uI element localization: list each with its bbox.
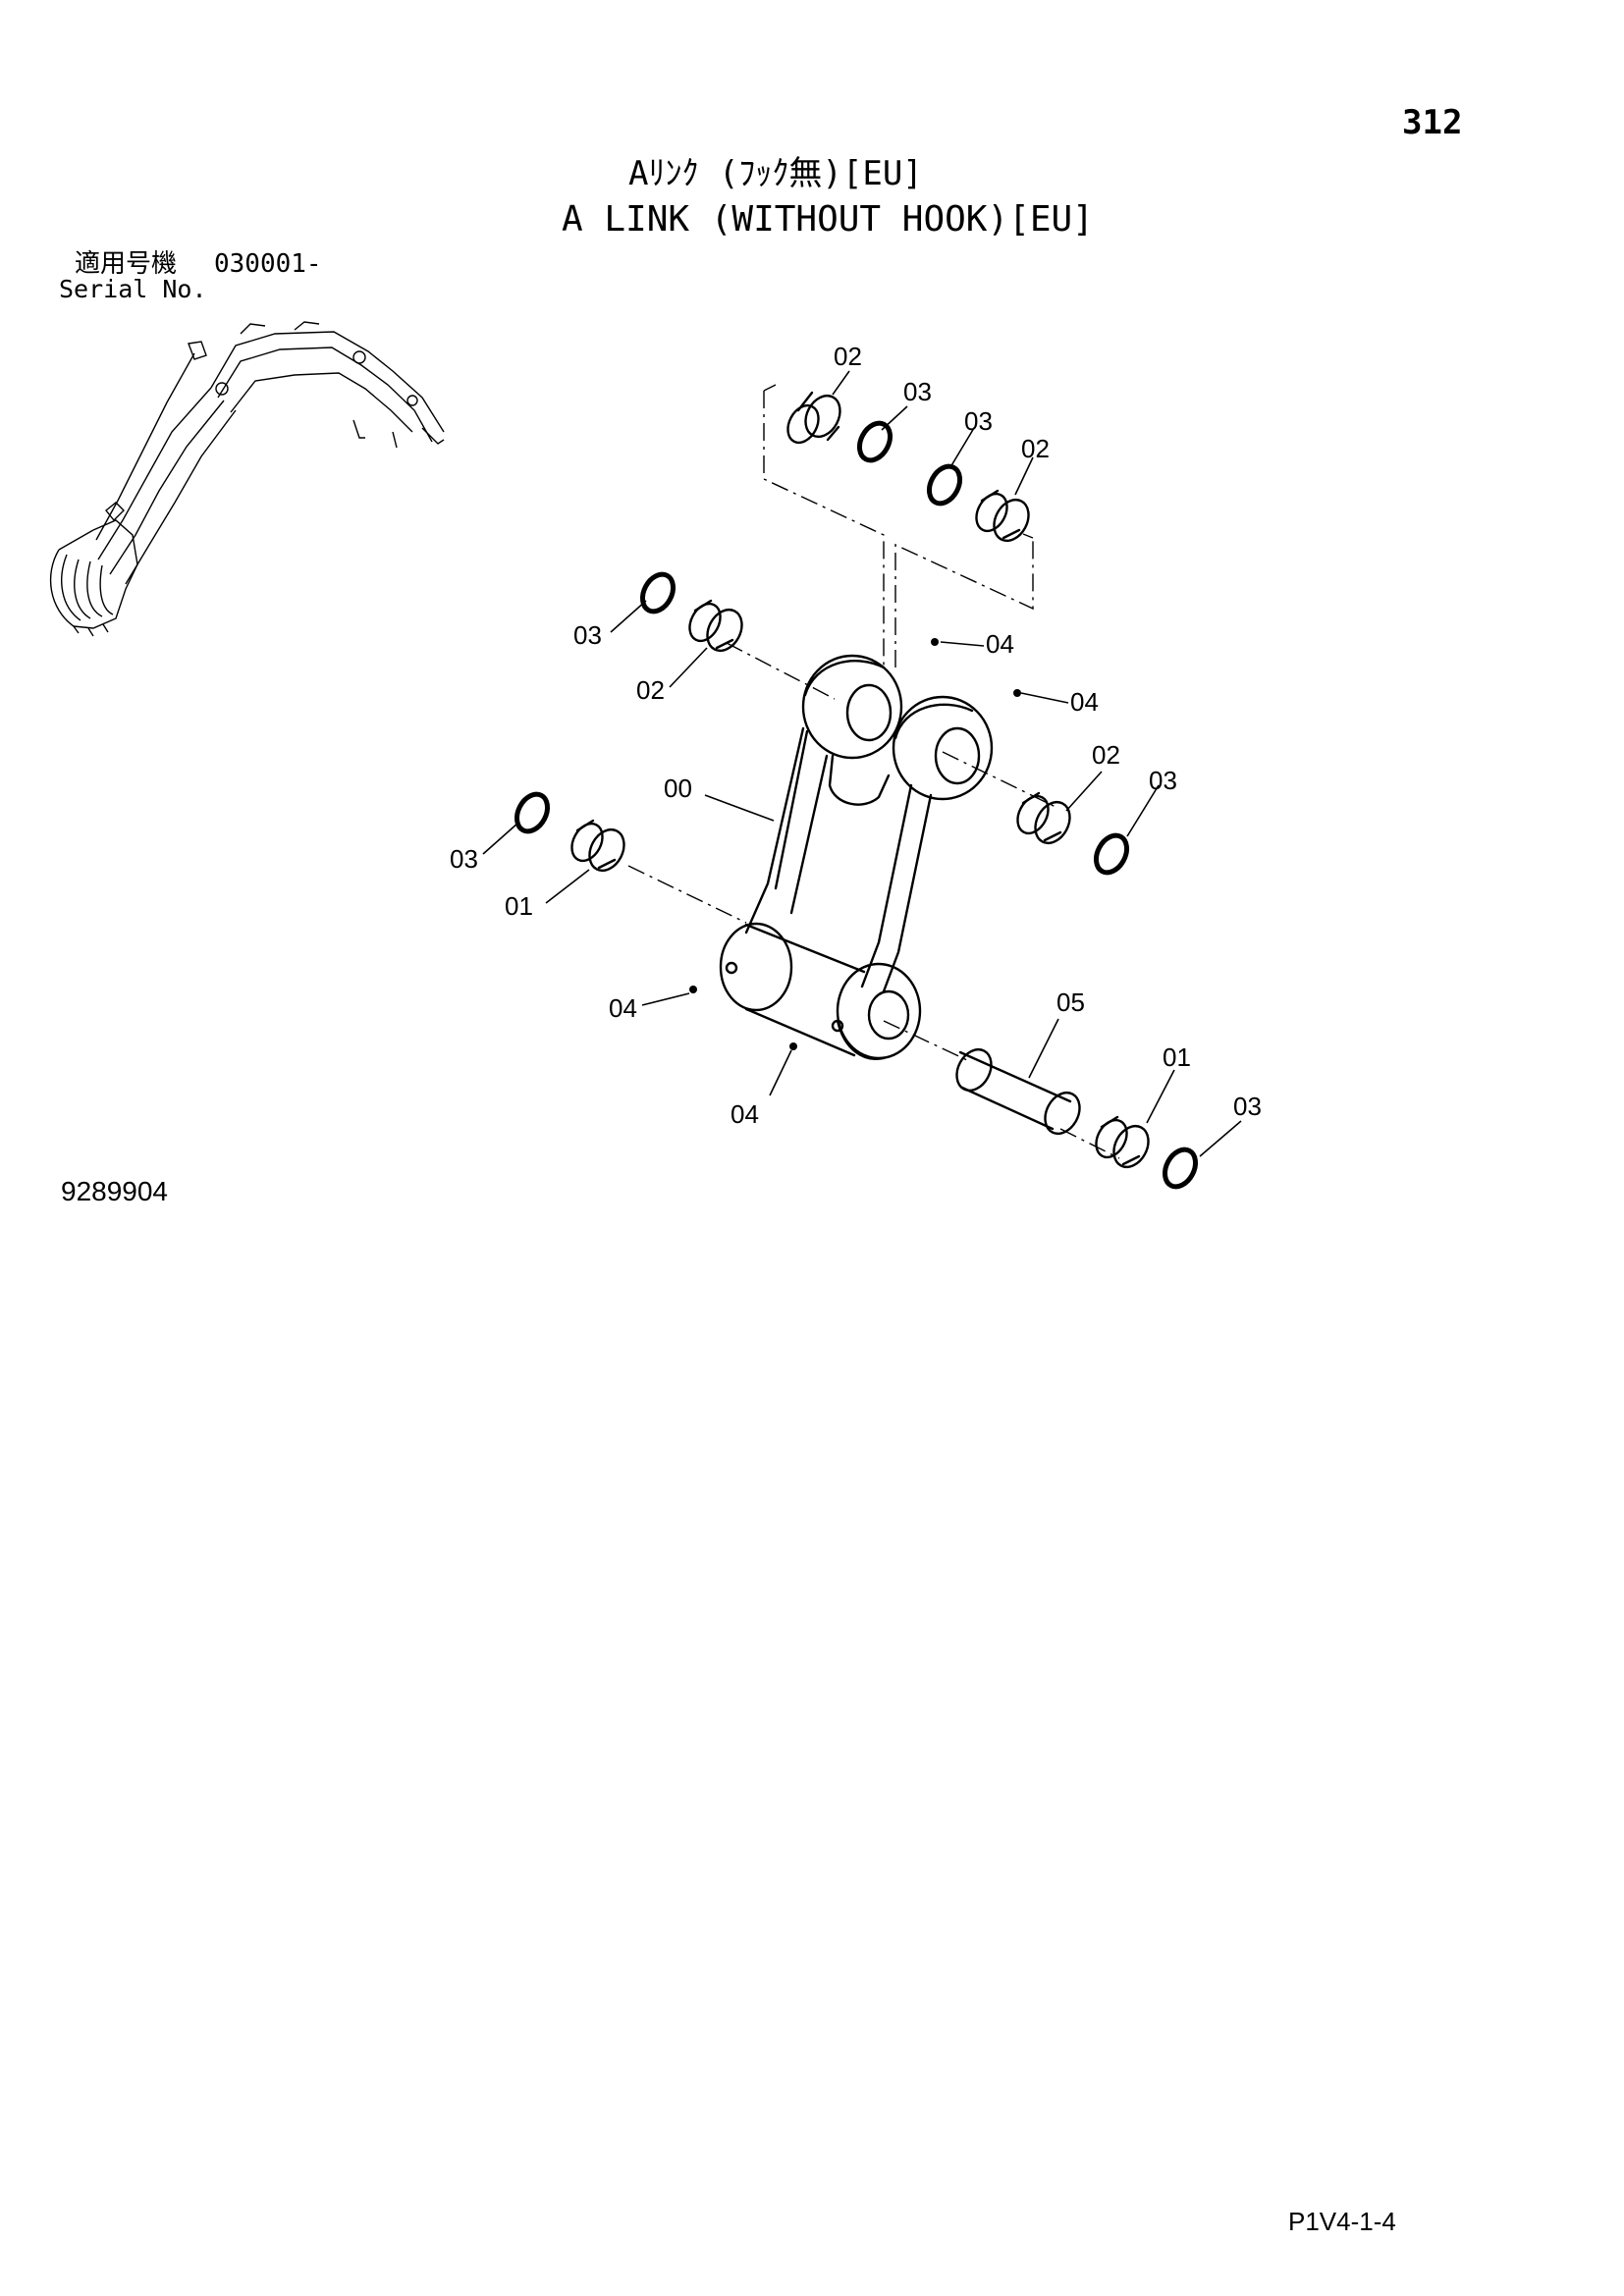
grouping-bracket xyxy=(763,384,1034,667)
seal-ring-03-left2 xyxy=(514,791,551,834)
callout-04-bottom: 04 xyxy=(731,1099,759,1129)
page-title-japanese: Aﾘﾝｸ (ﾌｯｸ無)[EU] xyxy=(628,154,923,193)
callout-00-link: 00 xyxy=(664,774,692,803)
page-code: P1V4-1-4 xyxy=(1288,2207,1396,2236)
callout-01-right: 01 xyxy=(1163,1042,1191,1072)
bushing-02-top2 xyxy=(975,489,1030,543)
seal-ring-03-left xyxy=(639,571,677,614)
serial-number-value: 030001- xyxy=(214,249,322,279)
callout-03-top: 03 xyxy=(903,377,932,406)
a-link-body xyxy=(719,654,994,1060)
serial-label-japanese: 適用号機 xyxy=(75,249,178,279)
seal-ring-03-top2 xyxy=(926,463,963,507)
bushing-02-left xyxy=(688,599,743,653)
seal-ring-03-right xyxy=(1093,832,1130,876)
bushing-02-right xyxy=(1016,791,1071,845)
bushing-02-top xyxy=(786,391,841,445)
callout-04-left: 04 xyxy=(609,993,637,1023)
callout-03-right: 03 xyxy=(1149,766,1177,795)
serial-label-english: Serial No. xyxy=(59,275,207,303)
callout-01-left: 01 xyxy=(505,891,533,921)
seal-ring-03-bottom xyxy=(1162,1147,1199,1190)
pin-05 xyxy=(955,1047,1081,1136)
callout-02-top: 02 xyxy=(834,342,862,371)
callout-02-left: 02 xyxy=(636,675,665,705)
callout-03-bottom: 03 xyxy=(1233,1092,1262,1121)
callout-03-left: 03 xyxy=(573,620,602,650)
callout-04-right: 04 xyxy=(1070,687,1099,717)
callout-leaders xyxy=(482,370,1242,1157)
excavator-arm-thumbnail xyxy=(49,321,445,637)
grease-fittings-04 xyxy=(689,638,1021,1050)
bushing-01-right xyxy=(1095,1115,1150,1169)
callout-05-pin: 05 xyxy=(1056,988,1085,1017)
callout-02-top2: 02 xyxy=(1021,434,1050,463)
callout-04-top: 04 xyxy=(986,629,1014,659)
page-title-english: A LINK (WITHOUT HOOK)[EU] xyxy=(562,199,1094,240)
page-number: 312 xyxy=(1402,103,1463,142)
seal-ring-03-top xyxy=(856,420,893,463)
callout-labels: 02 03 03 02 03 02 04 04 00 02 03 03 01 0… xyxy=(450,342,1262,1129)
callout-02-right: 02 xyxy=(1092,740,1120,770)
drawing-number: 9289904 xyxy=(61,1176,169,1206)
bushing-01-left xyxy=(570,819,625,873)
callout-03-top2: 03 xyxy=(964,406,993,436)
callout-03-left2: 03 xyxy=(450,844,478,874)
assembly-centerlines xyxy=(627,642,1120,1159)
